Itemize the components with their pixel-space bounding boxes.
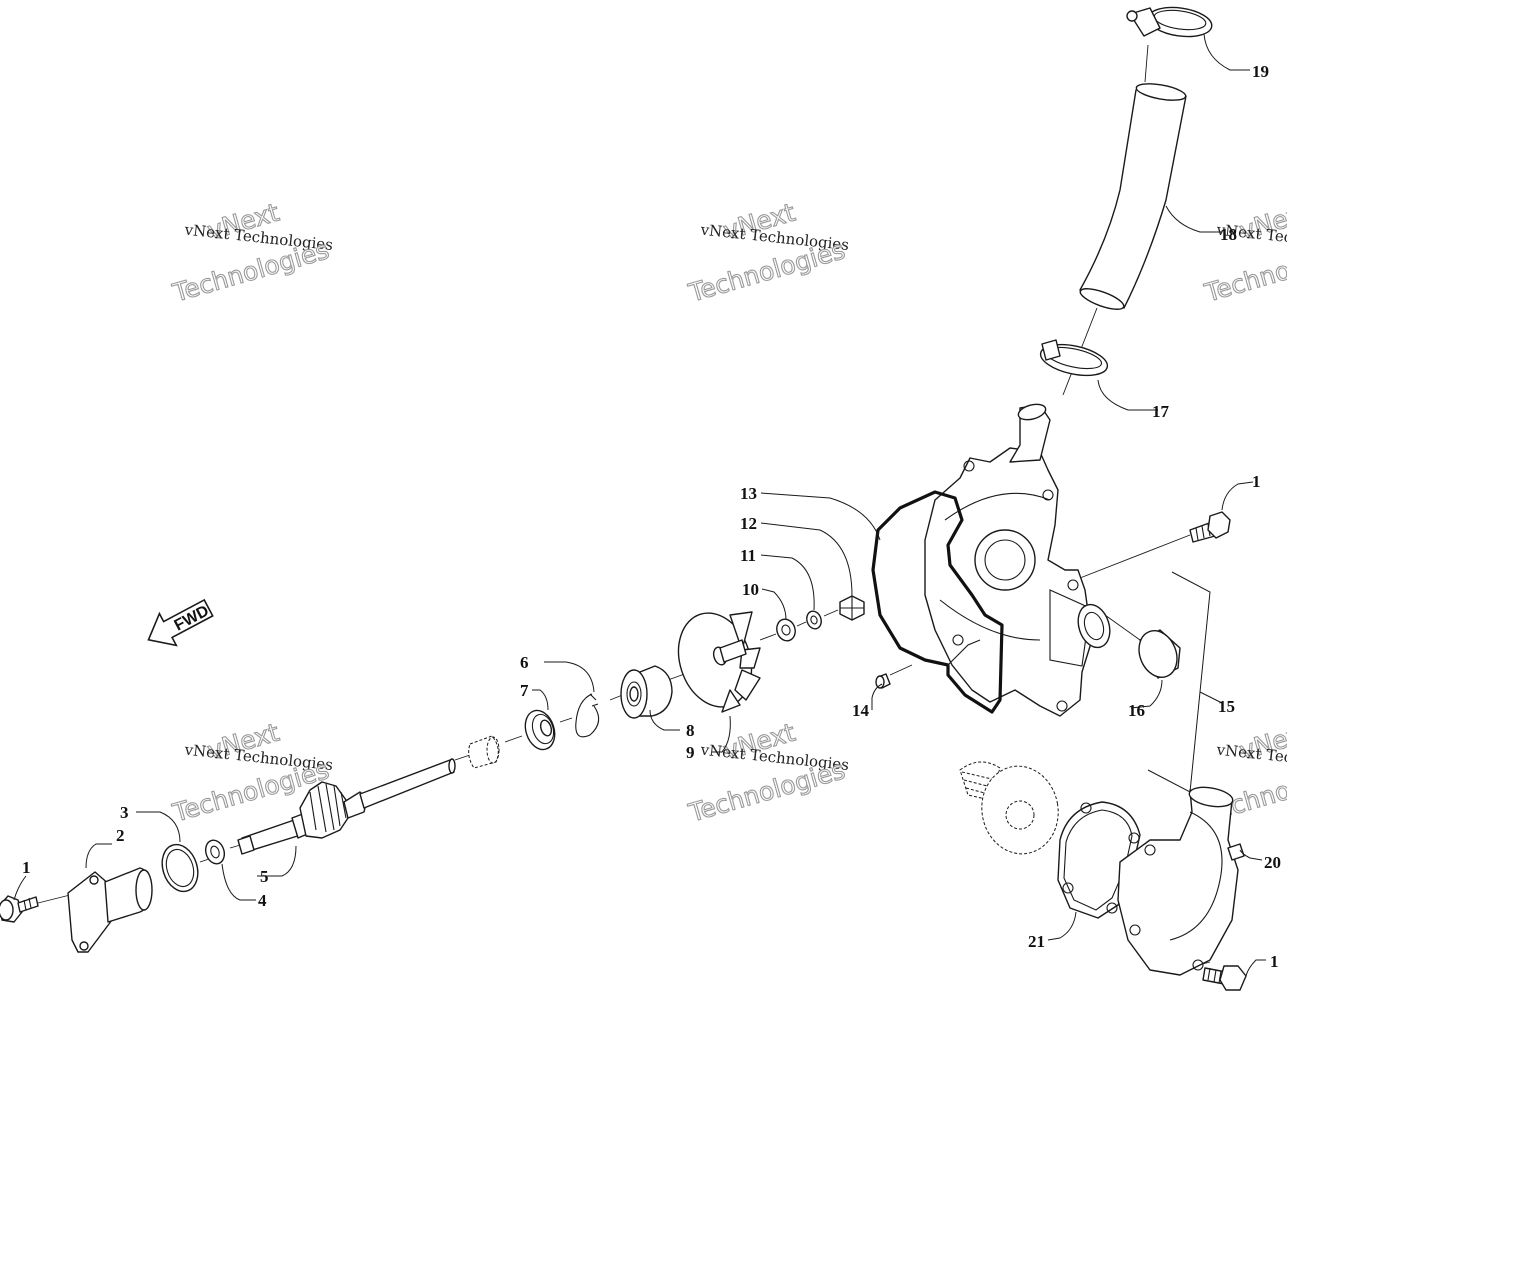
callout-2: 2 xyxy=(116,826,125,845)
hose-clamp-19 xyxy=(1126,6,1213,38)
callout-labels: 1 2 3 4 5 6 7 8 9 10 11 12 13 14 15 16 1… xyxy=(22,62,1281,971)
impeller-9 xyxy=(677,611,761,713)
o-ring-3 xyxy=(161,843,199,893)
callout-1: 1 xyxy=(22,858,31,877)
pump-shaft-5 xyxy=(237,758,456,855)
assembly-bracket-15 xyxy=(1147,571,1211,793)
bolt-1-left xyxy=(0,895,39,923)
callout-7: 7 xyxy=(520,681,529,700)
callout-4: 4 xyxy=(258,891,267,910)
bolt-1-lower-right xyxy=(1202,965,1247,991)
callout-8: 8 xyxy=(686,721,695,740)
callout-16: 16 xyxy=(1128,701,1145,720)
fwd-arrow-icon: FWD xyxy=(147,598,214,647)
washer-11 xyxy=(806,610,822,630)
callout-15: 15 xyxy=(1218,697,1235,716)
circlip-6 xyxy=(575,693,600,738)
callout-5: 5 xyxy=(260,867,269,886)
washer-10 xyxy=(776,618,796,642)
dowel-pin-14 xyxy=(875,673,891,689)
callout-1-lower-right: 1 xyxy=(1270,952,1279,971)
callout-17: 17 xyxy=(1152,402,1170,421)
thermostat-cover-20 xyxy=(1117,786,1245,976)
hose-clamp-17 xyxy=(1039,339,1109,377)
callout-1-upper-right: 1 xyxy=(1252,472,1261,491)
svg-text:Technologies: Technologies xyxy=(685,235,848,307)
callout-9: 9 xyxy=(686,743,695,762)
watermark-1: vNext vNext Technologies Technologies xyxy=(168,197,334,308)
shaft-sleeve xyxy=(468,735,500,769)
callout-14: 14 xyxy=(852,701,870,720)
ring-16 xyxy=(1138,629,1181,679)
callout-11: 11 xyxy=(740,546,756,565)
watermark-5: vNext vNext Technologies Technologies xyxy=(684,717,850,828)
gasket-13 xyxy=(871,490,1004,714)
bolt-1-upper-right xyxy=(1189,511,1231,543)
callout-3: 3 xyxy=(120,803,129,822)
callout-10: 10 xyxy=(742,580,759,599)
pump-cover-2 xyxy=(67,867,153,953)
leader-lines xyxy=(13,33,1266,977)
washer-4 xyxy=(204,839,226,865)
blank-right-margin xyxy=(1287,0,1536,1280)
seal-8 xyxy=(620,665,673,719)
hose-18 xyxy=(1079,83,1187,310)
svg-text:Technologies: Technologies xyxy=(685,755,848,827)
watermark-2: vNext vNext Technologies Technologies xyxy=(684,197,850,308)
bearing-7 xyxy=(524,709,556,751)
callout-12: 12 xyxy=(740,514,757,533)
callout-6: 6 xyxy=(520,653,529,672)
pump-housing xyxy=(924,403,1111,717)
callout-19: 19 xyxy=(1252,62,1269,81)
callout-13: 13 xyxy=(740,484,757,503)
callout-21: 21 xyxy=(1028,932,1045,951)
callout-18: 18 xyxy=(1220,225,1237,244)
nut-12 xyxy=(839,595,865,621)
thermostat xyxy=(959,761,1059,855)
svg-text:Technologies: Technologies xyxy=(169,235,332,307)
callout-20: 20 xyxy=(1264,853,1281,872)
